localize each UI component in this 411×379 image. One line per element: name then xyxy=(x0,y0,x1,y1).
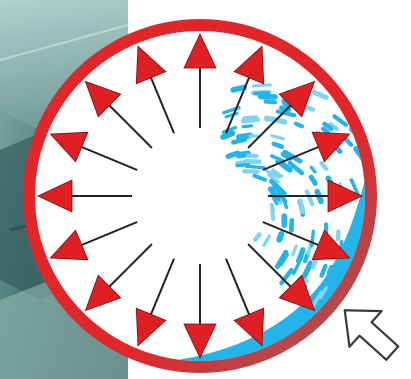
water-droplet xyxy=(300,201,303,211)
water-droplet xyxy=(233,87,244,90)
water-droplet xyxy=(255,235,259,240)
water-droplet xyxy=(313,261,316,268)
water-droplet xyxy=(248,156,256,157)
water-droplet xyxy=(329,267,331,273)
water-droplet xyxy=(243,126,252,127)
water-droplet xyxy=(296,124,302,127)
water-droplet xyxy=(233,140,245,143)
water-droplet xyxy=(243,120,258,122)
water-droplet xyxy=(228,153,237,156)
water-droplet xyxy=(239,155,245,156)
water-droplet xyxy=(237,161,245,162)
water-droplet xyxy=(223,133,232,137)
water-droplet xyxy=(311,177,315,183)
rotation-direction-arrow-icon xyxy=(329,292,409,370)
water-droplet xyxy=(239,136,250,138)
water-droplet xyxy=(266,102,276,103)
water-droplet xyxy=(279,234,281,240)
water-droplet xyxy=(244,171,257,172)
water-droplet xyxy=(274,144,282,147)
water-droplet xyxy=(370,251,371,258)
water-droplet xyxy=(247,166,264,167)
water-droplet xyxy=(246,161,259,162)
water-droplet xyxy=(254,85,271,86)
water-droplet xyxy=(272,205,274,211)
